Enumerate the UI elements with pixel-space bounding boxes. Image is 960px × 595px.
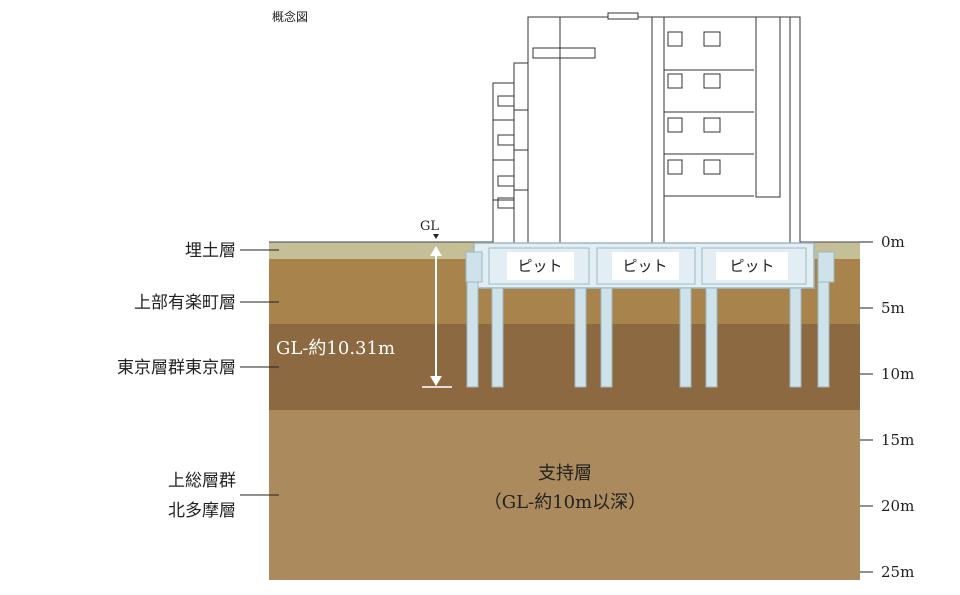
diagram-title: 概念図 bbox=[272, 9, 308, 24]
layer-label-kitatama: 北多摩層 bbox=[168, 501, 236, 521]
layer-kazusa bbox=[269, 410, 860, 580]
foundation-end-right bbox=[817, 251, 835, 283]
building bbox=[492, 12, 801, 244]
support-layer-name: 支持層 bbox=[538, 463, 592, 484]
foundation-end-left bbox=[465, 251, 483, 283]
depth-tick-0: 0m bbox=[881, 233, 905, 251]
depth-tick-10: 10m bbox=[881, 365, 914, 383]
pile bbox=[466, 281, 479, 388]
piles bbox=[466, 281, 830, 388]
depth-tick-15: 15m bbox=[881, 431, 914, 449]
pile bbox=[491, 287, 504, 388]
depth-tick-20: 20m bbox=[881, 497, 914, 515]
layer-tokyo bbox=[269, 324, 860, 410]
pit-label-3: ピット bbox=[729, 257, 774, 275]
gl-depth-label: GL-約10.31m bbox=[276, 338, 395, 359]
layer-label-kazusa: 上総層群 bbox=[168, 471, 236, 491]
pit-3-panel bbox=[716, 252, 788, 280]
pile bbox=[789, 287, 802, 388]
pit-label-1: ピット bbox=[517, 257, 562, 275]
pile bbox=[705, 287, 718, 388]
pile bbox=[600, 287, 613, 388]
depth-tick-5: 5m bbox=[881, 299, 905, 317]
layer-label-tokyo: 東京層群東京層 bbox=[117, 358, 236, 378]
pile bbox=[679, 287, 692, 388]
pile bbox=[574, 287, 587, 388]
layer-label-yurakucho: 上部有楽町層 bbox=[134, 293, 236, 313]
gl-depth-arrow-head-down bbox=[430, 376, 442, 386]
gl-marker-triangle bbox=[433, 234, 439, 239]
pile bbox=[817, 281, 830, 388]
depth-scale: 0m 5m 10m 15m 20m 25m bbox=[860, 233, 914, 581]
pit-label-2: ピット bbox=[622, 257, 667, 275]
gl-marker-label: GL bbox=[420, 219, 439, 234]
support-layer-note: （GL-約10m以深） bbox=[484, 492, 646, 513]
gl-depth-arrow-head-up bbox=[430, 246, 442, 256]
pit-2-panel bbox=[612, 252, 679, 280]
pit-1-panel bbox=[507, 252, 574, 280]
layer-label-fill: 埋土層 bbox=[185, 241, 236, 261]
depth-tick-25: 25m bbox=[881, 563, 914, 581]
